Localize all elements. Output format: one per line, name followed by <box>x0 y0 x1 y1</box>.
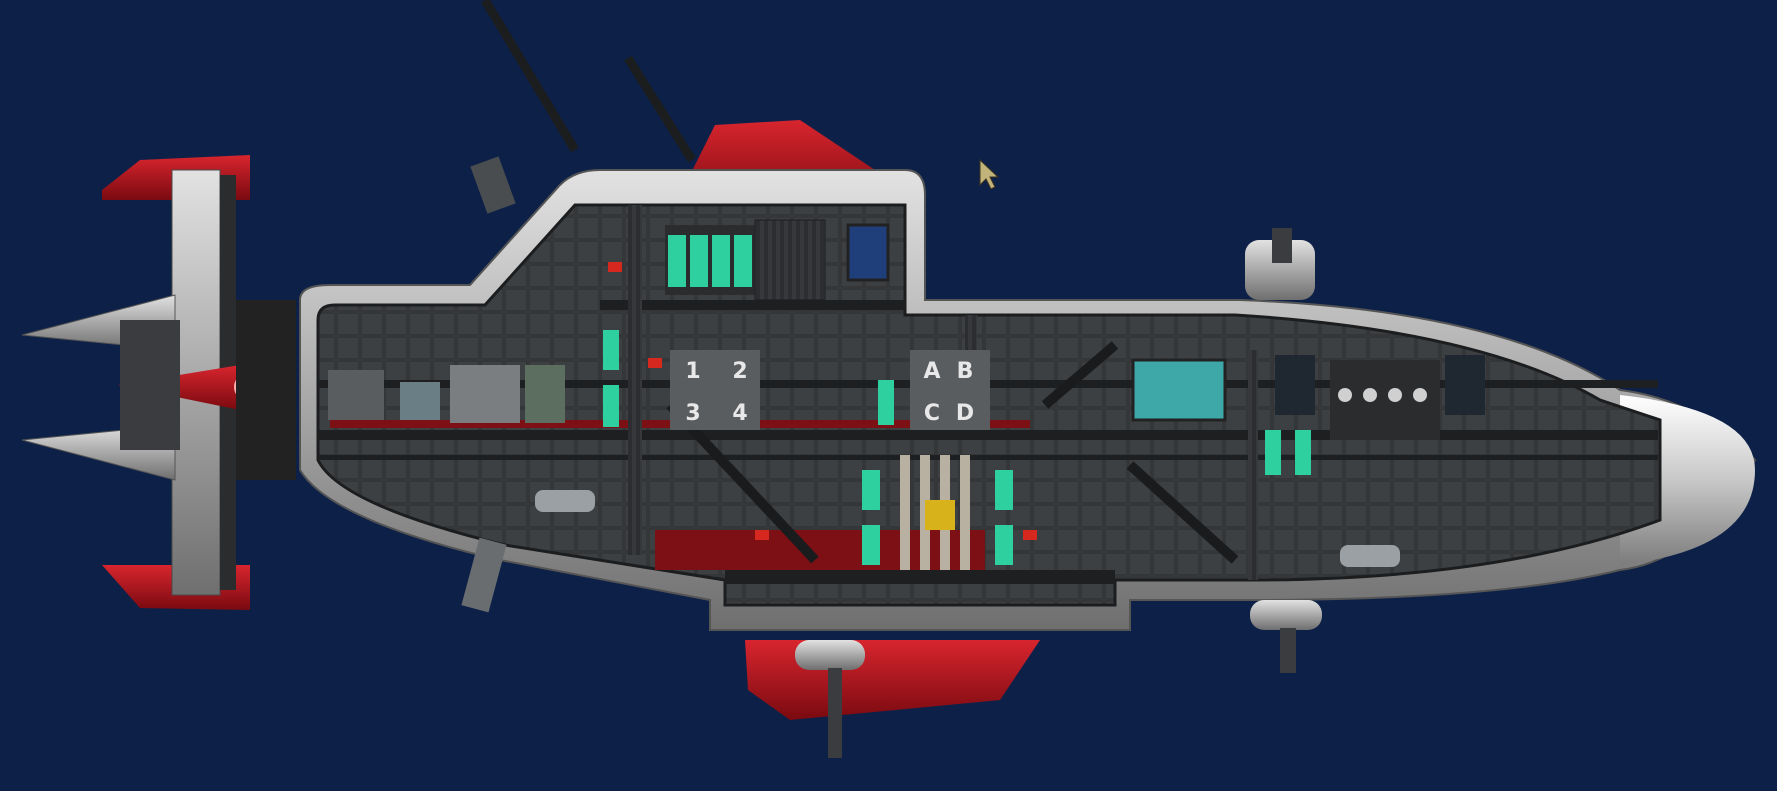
hangar-letter-label-a: A <box>923 359 940 384</box>
hangar-number-label-4: 4 <box>732 401 747 426</box>
cargo-grate <box>754 219 826 301</box>
rear-fins <box>21 155 296 610</box>
periscopes <box>470 0 696 214</box>
reactor-core-icon <box>925 500 955 530</box>
upper-pod-bank <box>665 225 755 295</box>
observation-window <box>846 223 890 282</box>
hangar-letter-label-c: C <box>924 401 940 426</box>
ventral-keel <box>745 640 1040 720</box>
hangar-letter-label-d: D <box>956 401 974 426</box>
lower-tanks <box>535 490 1400 567</box>
weapon-turrets <box>461 228 1322 758</box>
status-monitors <box>603 330 1311 565</box>
aquarium-window <box>1131 358 1227 422</box>
arrow-cursor-icon <box>979 158 1000 190</box>
warning-tags <box>608 262 1037 540</box>
hangar-bays <box>670 350 990 430</box>
engine-room <box>328 365 565 423</box>
command-consoles <box>1275 355 1485 440</box>
hangar-number-label-2: 2 <box>732 359 747 384</box>
hangar-letter-label-b: B <box>957 359 974 384</box>
hangar-number-label-1: 1 <box>685 359 700 384</box>
stairways <box>666 341 1239 564</box>
hangar-number-label-3: 3 <box>685 401 700 426</box>
